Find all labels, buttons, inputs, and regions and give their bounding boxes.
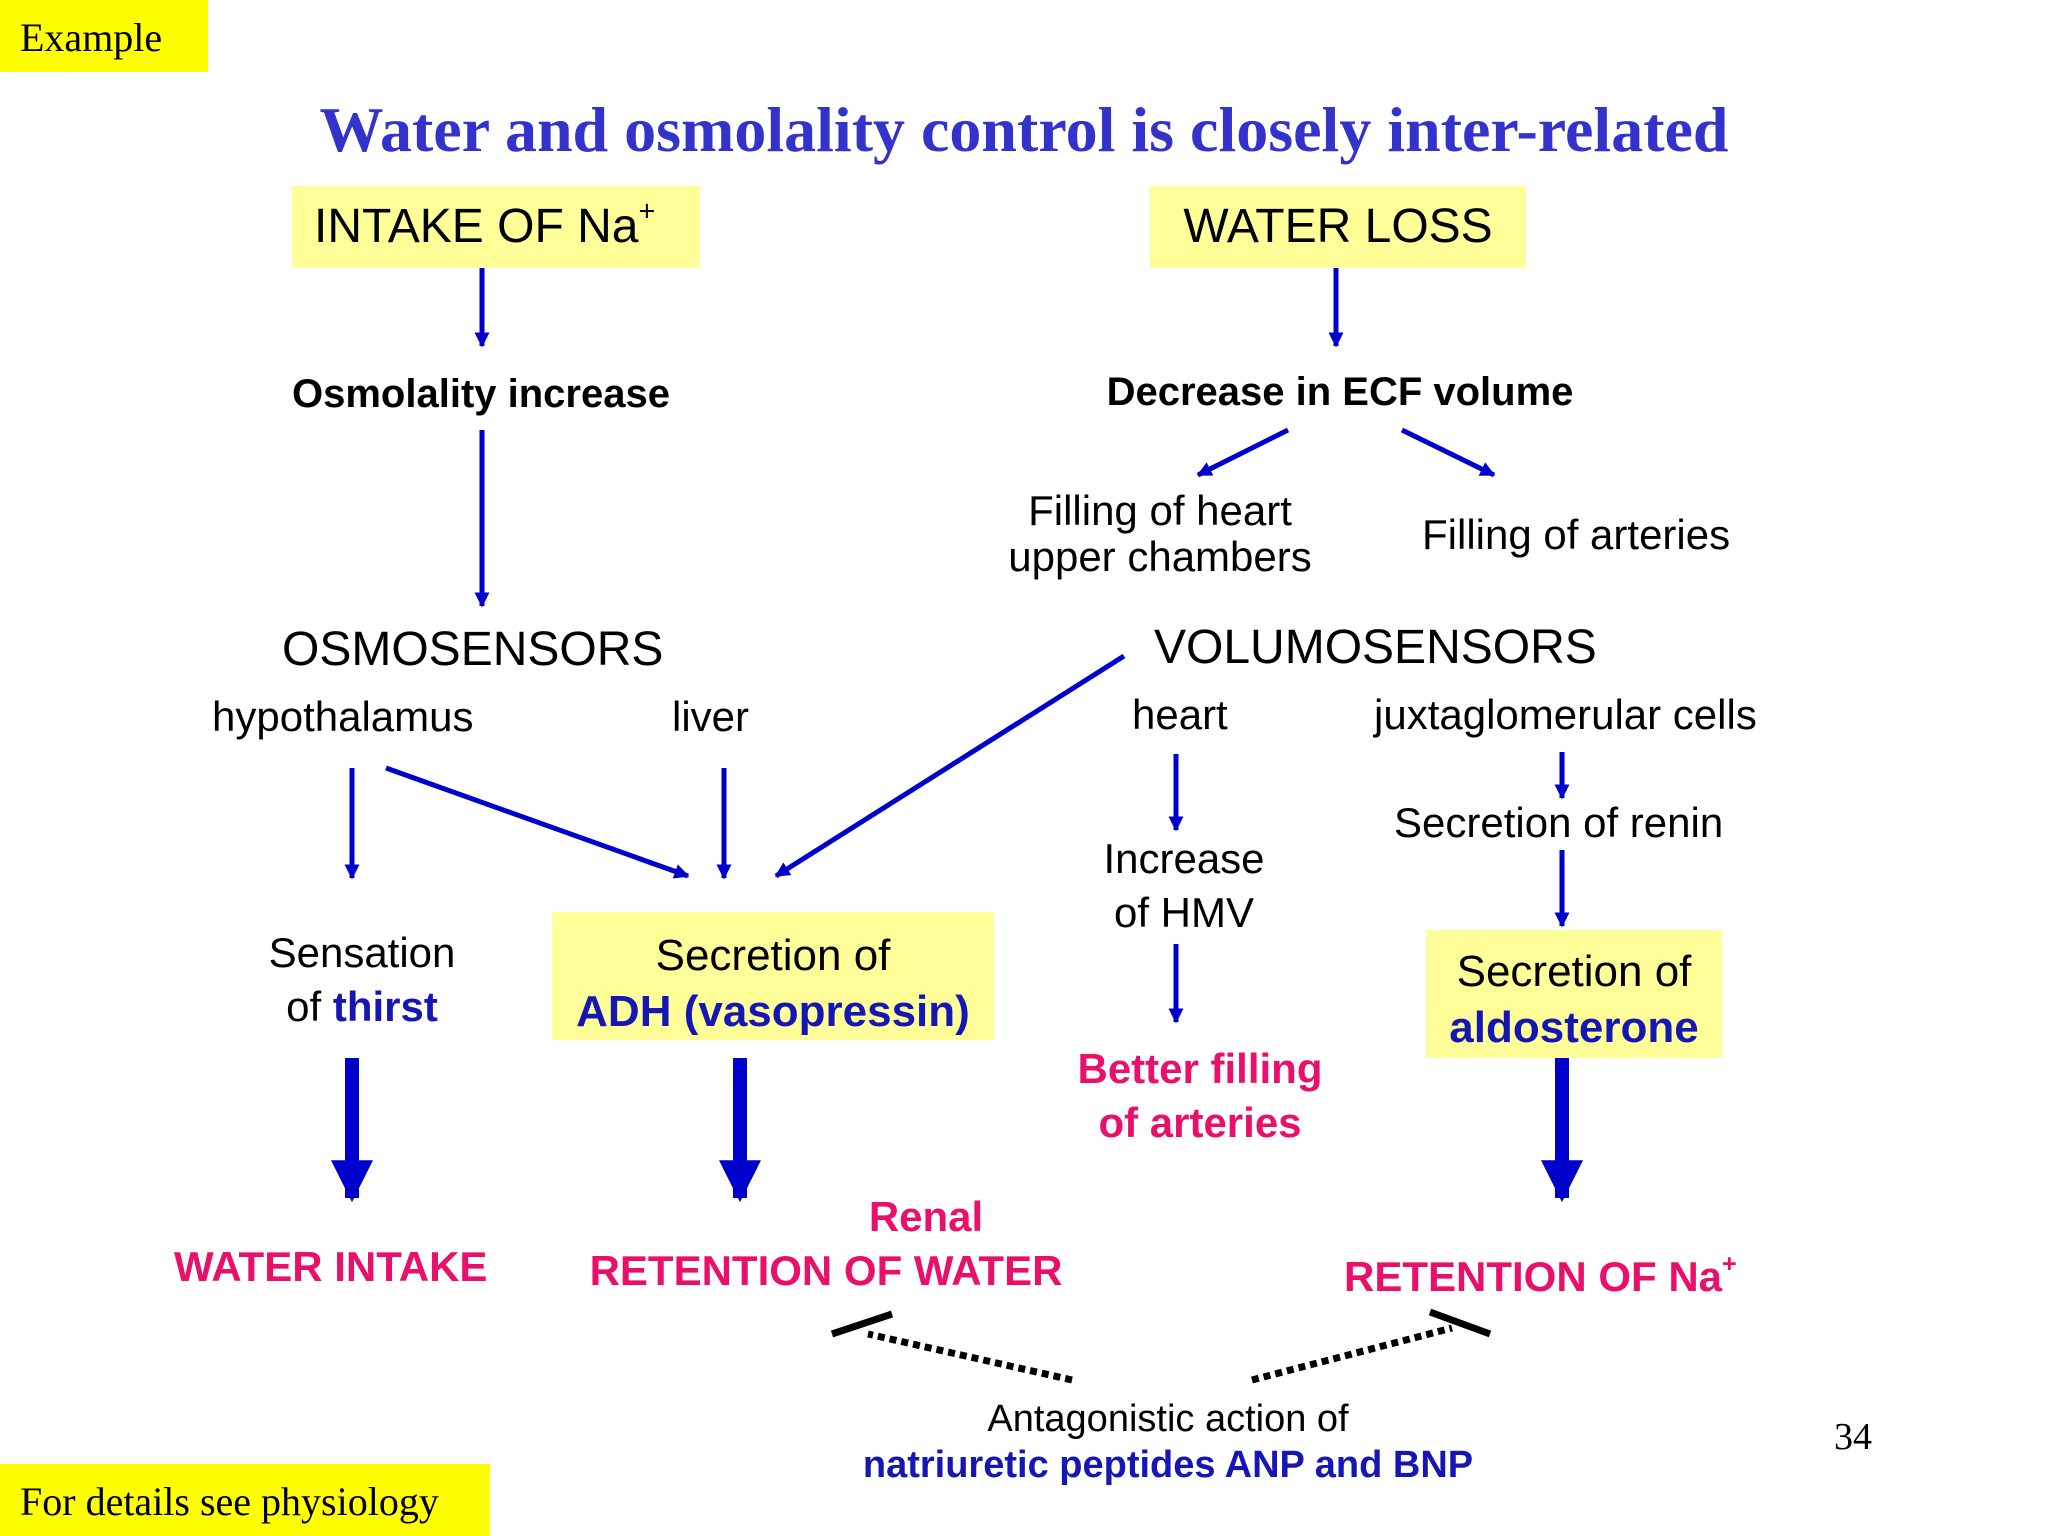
adh-line1: Secretion of <box>655 931 891 980</box>
thirst-line1: Sensation <box>268 929 456 976</box>
example-tag: Example <box>0 0 208 72</box>
aldosterone-name: aldosterone <box>1449 1003 1699 1052</box>
volumosensors-heading: VOLUMOSENSORS <box>1154 621 1597 674</box>
hmv-line1: Increase <box>1103 835 1265 882</box>
dotted-line-to-na-retention <box>1251 1324 1453 1384</box>
renin-secretion-text: Secretion of renin <box>1394 799 1724 846</box>
water-intake-result: WATER INTAKE <box>174 1243 488 1290</box>
na-retention-result: RETENTION OF Na+ <box>1344 1252 1737 1300</box>
heart-text: heart <box>1132 691 1228 738</box>
arrow-ecf-to-heart-chambers <box>1196 427 1290 478</box>
osmosensors-heading: OSMOSENSORS <box>282 623 664 676</box>
heart-chambers-filling-text: Filling of heart upper chambers <box>960 488 1360 580</box>
intake-na-box: INTAKE OF Na+ <box>292 186 700 268</box>
juxtaglomerular-text: juxtaglomerular cells <box>1374 691 1757 738</box>
thirst-sensation-text: Sensation of thirst <box>232 926 492 1034</box>
dotted-line-to-water-retention <box>867 1330 1073 1384</box>
na-retention-label: RETENTION OF Na <box>1344 1253 1723 1300</box>
liver-text: liver <box>672 693 750 740</box>
hmv-line2: of HMV <box>1113 889 1255 936</box>
ecf-decrease-text: Decrease in ECF volume <box>1106 370 1574 414</box>
hmv-increase-text: Increase of HMV <box>1056 832 1312 940</box>
better-filling-line2: of arteries <box>1098 1099 1302 1146</box>
details-note: For details see physiology <box>0 1464 490 1536</box>
heart-chambers-line2: upper chambers <box>1008 533 1312 580</box>
heart-chambers-line1: Filling of heart <box>1028 487 1292 534</box>
thirst-line2-prefix: of <box>286 983 333 1030</box>
renal-line1: Renal <box>868 1193 984 1240</box>
antagonistic-line1: Antagonistic action of <box>987 1398 1349 1440</box>
natriuretic-peptides-text: natriuretic peptides ANP and BNP <box>862 1444 1474 1486</box>
aldosterone-line1: Secretion of <box>1456 947 1692 996</box>
arteries-filling-text: Filling of arteries <box>1422 511 1731 558</box>
renal-line2: RETENTION OF WATER <box>589 1247 1063 1294</box>
na-retention-superscript: + <box>1722 1250 1737 1279</box>
hypothalamus-text: hypothalamus <box>212 693 474 740</box>
better-filling-text: Better filling of arteries <box>1040 1042 1360 1150</box>
osmolality-increase-text: Osmolality increase <box>292 372 670 416</box>
renal-water-retention-result: Renal RETENTION OF WATER <box>566 1190 1086 1298</box>
arrow-volumosensors-to-adh <box>774 653 1126 879</box>
thirst-keyword: thirst <box>332 983 438 1030</box>
page-number: 34 <box>1834 1416 1872 1458</box>
intake-na-label: INTAKE OF Na <box>314 200 639 253</box>
adh-name: ADH (vasopressin) <box>576 987 970 1036</box>
adh-secretion-box: Secretion of ADH (vasopressin) <box>552 912 994 1040</box>
slide-title: Water and osmolality control is closely … <box>319 94 1729 165</box>
aldosterone-secretion-box: Secretion of aldosterone <box>1426 930 1722 1058</box>
inhibition-bar-left <box>830 1310 894 1338</box>
intake-na-superscript: + <box>638 195 656 228</box>
arrow-ecf-to-arteries <box>1400 427 1496 478</box>
inhibition-bar-right <box>1428 1308 1492 1338</box>
water-loss-box: WATER LOSS <box>1150 186 1526 268</box>
better-filling-line1: Better filling <box>1077 1045 1323 1092</box>
arrow-hypothalamus-to-adh <box>385 765 690 879</box>
antagonistic-action-text: Antagonistic action of natriuretic pepti… <box>768 1396 1568 1488</box>
